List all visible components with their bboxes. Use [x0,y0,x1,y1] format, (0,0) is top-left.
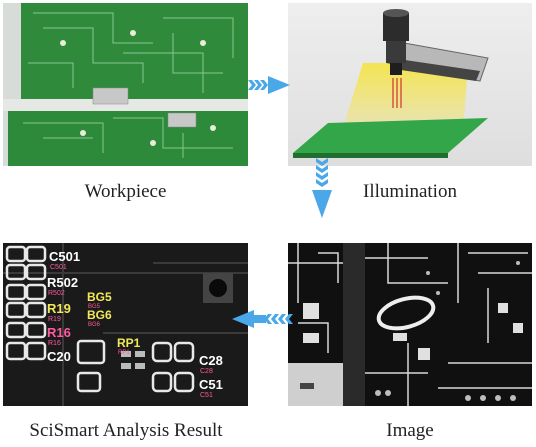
label-c51-sub: C51 [200,392,213,399]
label-c501-sub: C501 [50,264,67,271]
label-r16: R16 [47,325,71,340]
arrow-down-icon [312,158,332,218]
label-c51: C51 [199,377,223,392]
label-c28: C28 [199,353,223,368]
label-c28-sub: C28 [200,368,213,375]
label-bg5-sub: BG5 [88,304,101,310]
caption-result: SciSmart Analysis Result [29,420,223,441]
label-c20: C20 [47,349,71,364]
arrow-left-icon [232,310,293,328]
label-r502-sub: R502 [48,290,65,297]
caption-illumination: Illumination [363,181,457,202]
label-bg5: BG5 [87,290,112,304]
analysis-result-image: C501 C501 R502 R502 R19 R19 R16 R16 C20 … [3,243,248,406]
label-bg6-sub: BG6 [88,322,101,328]
arrow-right-icon [248,76,290,94]
label-bg6: BG6 [87,308,112,322]
captured-image [288,243,532,406]
label-r19: R19 [47,301,71,316]
workpiece-photo [3,3,248,166]
illumination-illustration [288,3,532,166]
label-r19-sub: R19 [48,316,61,323]
caption-image: Image [386,420,434,441]
label-rp1-sub: RP1 [118,350,130,356]
label-rp1: RP1 [117,336,141,350]
label-c501: C501 [49,249,80,264]
label-r502: R502 [47,275,78,290]
caption-workpiece: Workpiece [84,181,167,202]
label-r16-sub: R16 [48,340,61,347]
